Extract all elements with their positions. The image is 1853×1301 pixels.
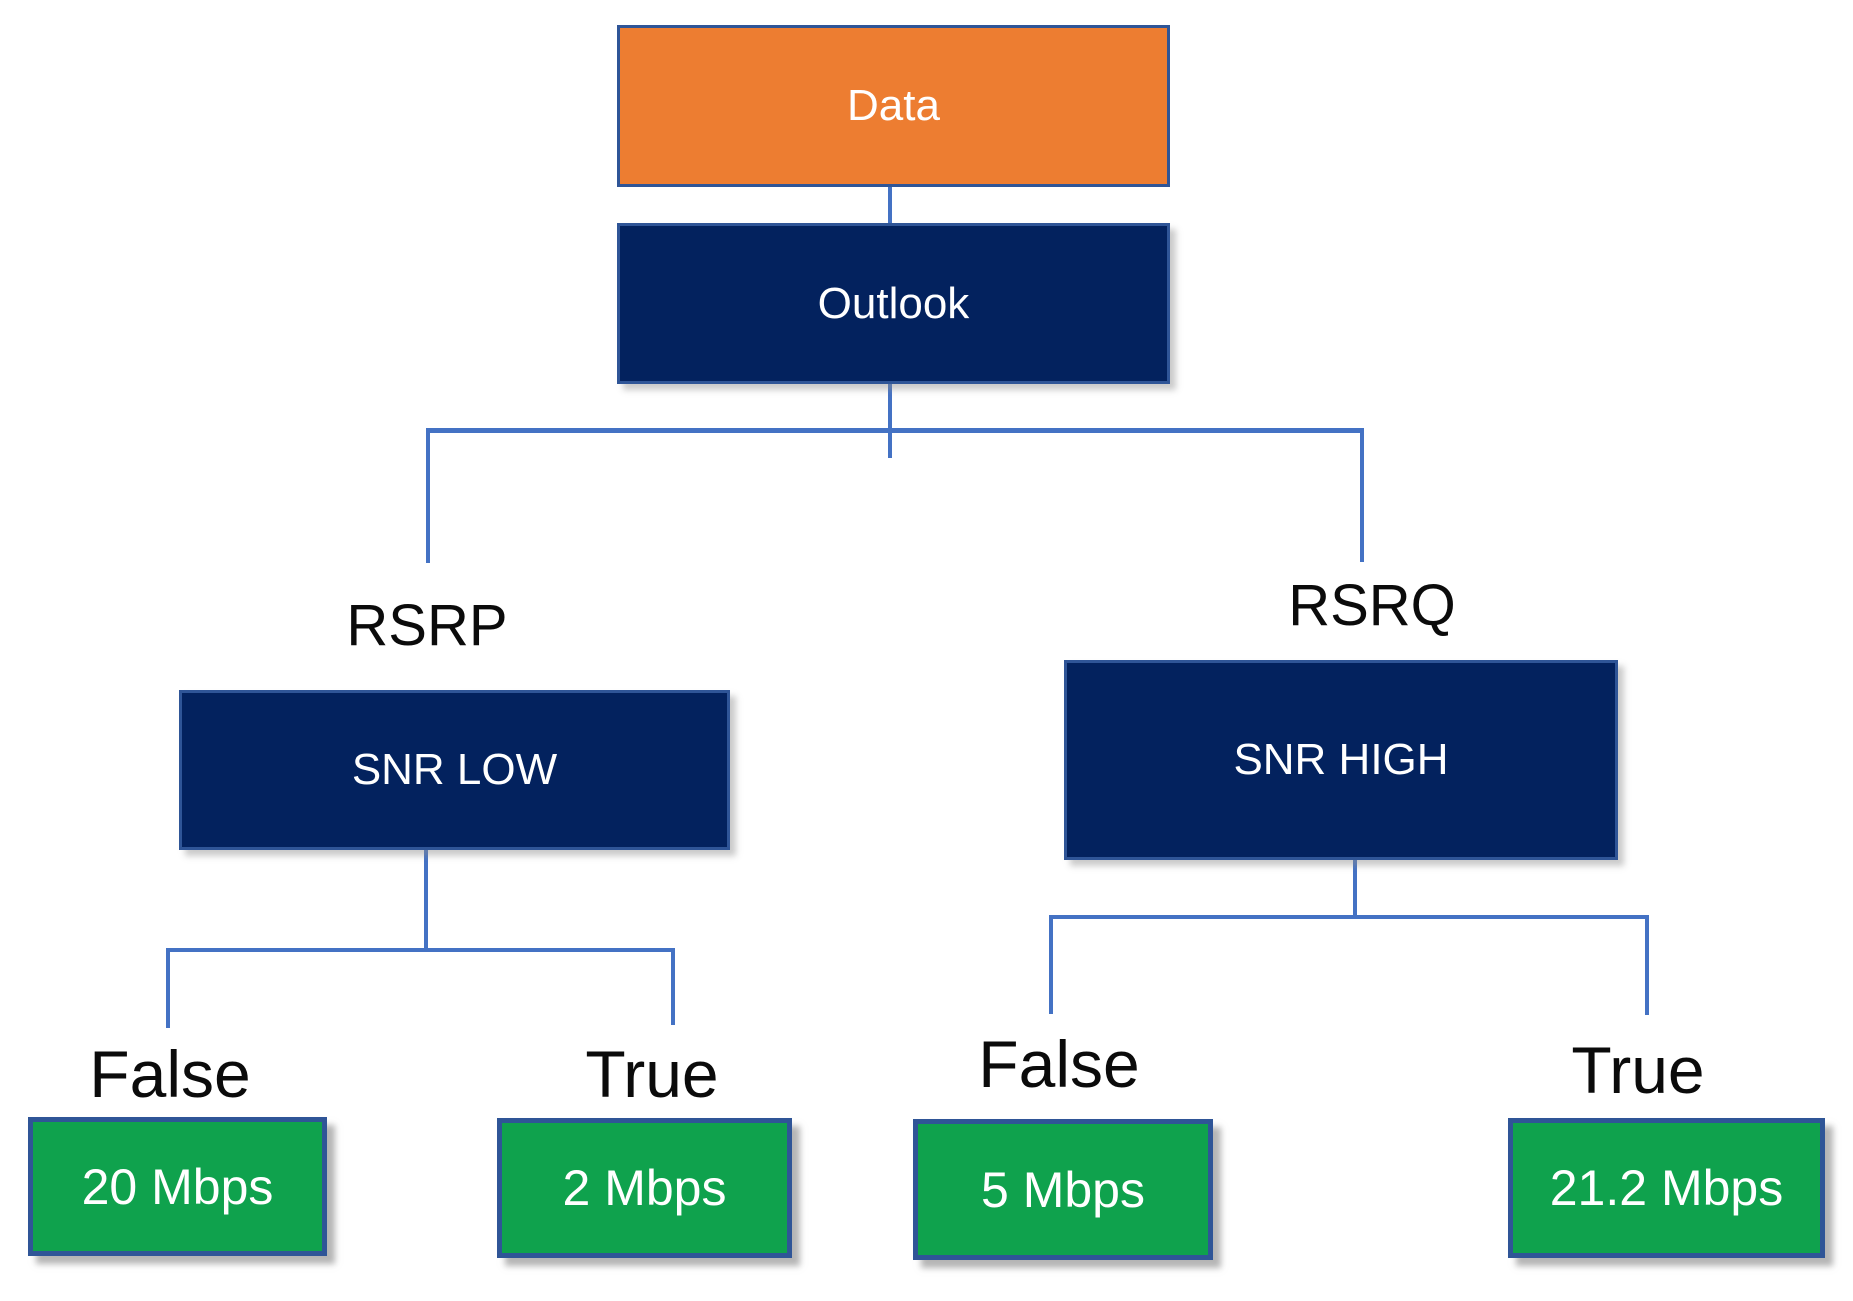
connector-right-branch-vertical — [1360, 428, 1364, 562]
connector-main-bracket-horizontal — [426, 428, 1364, 433]
outcome-label-true-left: True — [585, 1037, 719, 1111]
connector-outlook-stem — [888, 384, 892, 458]
root-node-label: Data — [847, 81, 940, 130]
leaf-node-2mbps: 2 Mbps — [497, 1118, 792, 1258]
connector-right-false-vertical — [1049, 915, 1053, 1014]
connector-snrhigh-stem — [1353, 860, 1357, 917]
leaf-node-20mbps: 20 Mbps — [28, 1117, 327, 1256]
outcome-label-true-right: True — [1571, 1033, 1705, 1107]
condition-node-label: SNR HIGH — [1233, 735, 1449, 784]
feature-node-label: Outlook — [817, 278, 970, 328]
root-node-data: Data — [617, 25, 1170, 187]
branch-label-rsrp: RSRP — [346, 593, 508, 658]
condition-node-label: SNR LOW — [351, 745, 558, 794]
branch-label-rsrq: RSRQ — [1288, 573, 1456, 638]
leaf-value: 5 Mbps — [981, 1161, 1145, 1218]
connector-left-true-vertical — [671, 948, 675, 1025]
feature-node-outlook: Outlook — [617, 223, 1170, 384]
leaf-node-5mbps: 5 Mbps — [913, 1119, 1213, 1260]
connector-right-bracket-horizontal — [1049, 915, 1649, 919]
connector-snrlow-stem — [424, 850, 428, 950]
connector-left-false-vertical — [166, 948, 170, 1028]
leaf-value: 20 Mbps — [81, 1158, 274, 1215]
connector-right-true-vertical — [1645, 915, 1649, 1015]
outcome-label-false-left: False — [89, 1037, 251, 1111]
leaf-value: 21.2 Mbps — [1549, 1160, 1784, 1216]
connector-left-branch-vertical — [426, 428, 430, 563]
condition-node-snr-high: SNR HIGH — [1064, 660, 1618, 860]
condition-node-snr-low: SNR LOW — [179, 690, 730, 850]
leaf-node-21-2mbps: 21.2 Mbps — [1508, 1118, 1825, 1258]
leaf-value: 2 Mbps — [562, 1160, 727, 1216]
connector-data-outlook — [888, 187, 892, 225]
outcome-label-false-right: False — [978, 1027, 1140, 1101]
connector-left-bracket-horizontal — [166, 948, 675, 952]
